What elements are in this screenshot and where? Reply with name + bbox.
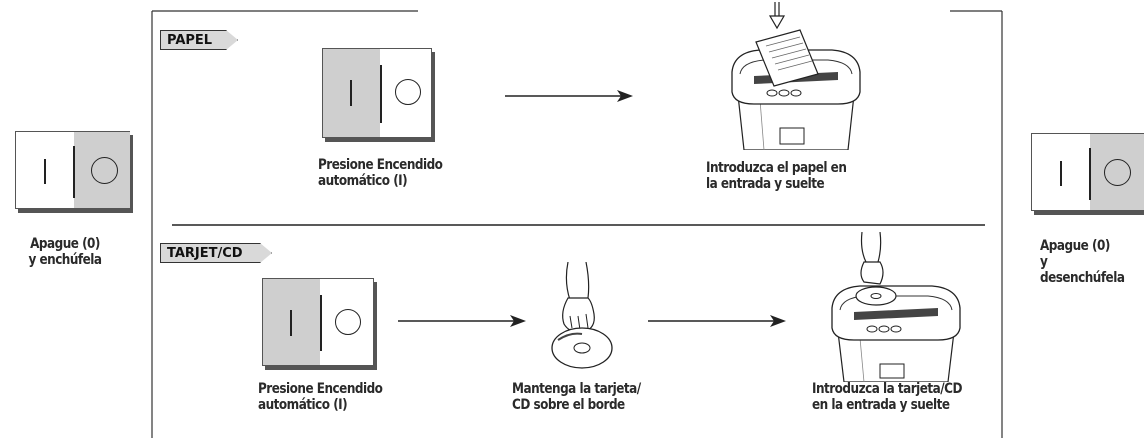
left-step-caption: Apague (0) y enchúfela: [28, 236, 102, 268]
paper-step1-caption: Presione Encendido automático (I): [318, 157, 443, 189]
arrow-right-icon: [398, 315, 526, 327]
card-step3-caption: Introduzca la tarjeta/CD en la entrada y…: [812, 381, 962, 413]
power-switch-icon: [1031, 133, 1144, 211]
power-switch-icon: [322, 48, 432, 138]
hand-cd-icon: [551, 262, 613, 369]
arrow-right-icon: [648, 315, 786, 327]
shredder-icon: [831, 232, 961, 382]
card-step1-caption: Presione Encendido automático (I): [258, 381, 383, 413]
right-step-caption: Apague (0) y desenchúfela: [1040, 238, 1125, 286]
shredder-icon: [731, 2, 861, 150]
card-step2-caption: Mantenga la tarjeta/ CD sobre el borde: [512, 381, 641, 413]
down-arrow-icon: [768, 2, 786, 30]
paper-step2-caption: Introduzca el papel en la entrada y suel…: [706, 160, 847, 192]
power-switch-icon: [262, 278, 374, 366]
card-section-tag: TARJET/CD: [160, 243, 272, 263]
arrow-right-icon: [505, 90, 633, 102]
paper-section-tag: PAPEL: [160, 30, 238, 50]
power-switch-icon: [15, 131, 130, 209]
